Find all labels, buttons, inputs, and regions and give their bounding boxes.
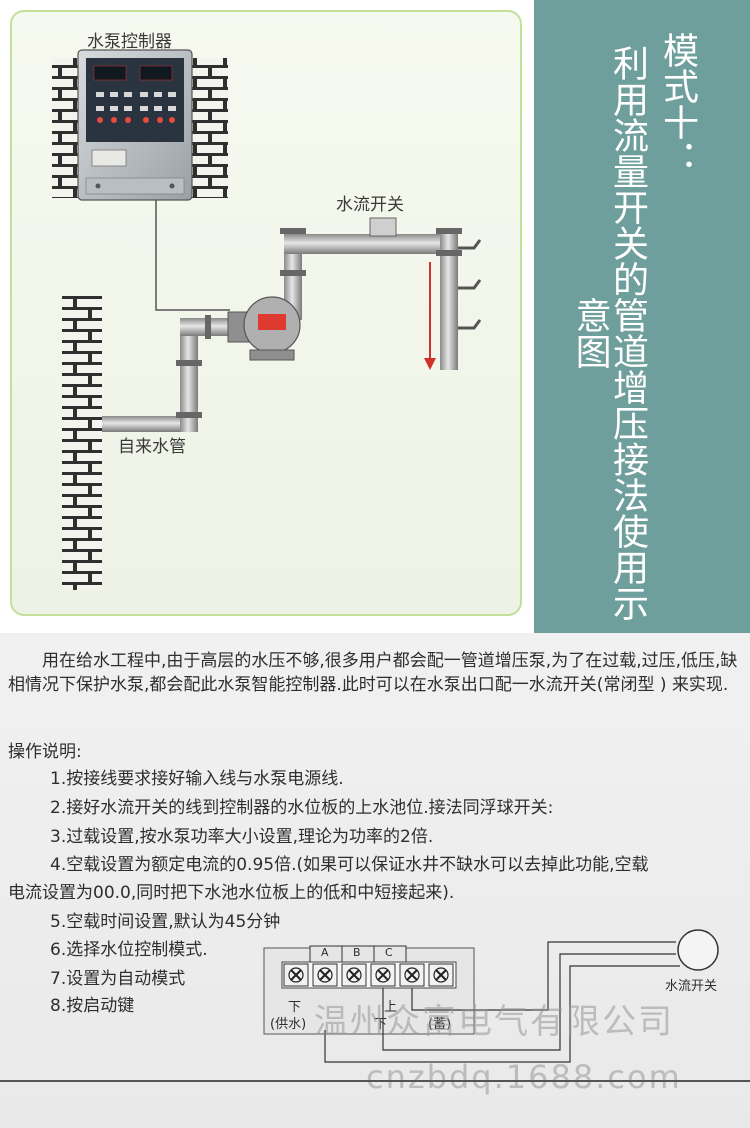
diagram-section: 水泵控制器 水流开关 自来水管 模式十： 利用流量开关的管道增压接法使用示意图 (10, 0, 750, 633)
instructions-section: 用在给水工程中,由于高层的水压不够,很多用户都会配一管道增压泵,为了在过载,过压… (0, 633, 750, 1128)
terminal-header-c: C (385, 946, 393, 959)
pump-controller-unit (77, 49, 193, 201)
terminal-label-upper: 上 (384, 1000, 398, 1015)
brick-wall (62, 296, 102, 590)
water-pipe (102, 228, 482, 432)
step-1: 1.按接线要求接好输入线与水泵电源线. (50, 769, 344, 789)
terminal-header-b: B (353, 946, 361, 959)
upper-brick-wall (52, 58, 228, 198)
terminal-label-storage: (蓄) (428, 1017, 452, 1032)
flow-arrow (424, 262, 436, 370)
side-title-description: 利用流量开关的管道增压接法使用示意图 (569, 44, 648, 621)
step-5: 5.空载时间设置,默认为45分钟 (50, 912, 281, 932)
pump-diagram (52, 49, 482, 590)
side-title-mode: 模式十： (657, 32, 698, 176)
company-watermark: 温州众富电气有限公司 (314, 1002, 674, 1042)
site-watermark: cnzbdq.1688.com (366, 1058, 682, 1096)
step-8: 8.按启动键 (50, 996, 135, 1016)
control-wire (155, 200, 230, 311)
flow-switch-label: 水流开关 (336, 195, 404, 215)
step-4-continued: 电流设置为00.0,同时把下水池水位板上的低和中短接起来). (8, 883, 455, 903)
terminal-label-mid: 下 (374, 1017, 388, 1032)
terminal-header-a: A (321, 946, 329, 959)
step-3: 3.过载设置,按水泵功率大小设置,理论为功率的2倍. (50, 827, 434, 847)
step-4: 4.空载设置为额定电流的0.95倍.(如果可以保证水井不缺水可以去掉此功能,空载 (50, 855, 649, 875)
flow-switch (369, 217, 397, 237)
bottom-rule (0, 1080, 750, 1082)
booster-pump (227, 296, 301, 361)
step-6: 6.选择水位控制模式. (50, 940, 208, 960)
step-2: 2.接好水流开关的线到控制器的水位板的上水池位.接法同浮球开关: (50, 798, 554, 818)
flow-switch-caption: 水流开关 (665, 979, 718, 994)
terminal-label-supply: (供水) (270, 1017, 307, 1032)
step-7: 7.设置为自动模式 (50, 969, 186, 989)
title-side-panel (534, 0, 750, 633)
instructions-heading: 操作说明: (8, 742, 82, 762)
tap-water-pipe-label: 自来水管 (118, 437, 186, 457)
intro-paragraph: 用在给水工程中,由于高层的水压不够,很多用户都会配一管道增压泵,为了在过载,过压… (8, 651, 738, 695)
controller-label: 水泵控制器 (87, 32, 172, 52)
terminal-label-lower: 下 (288, 1000, 302, 1015)
